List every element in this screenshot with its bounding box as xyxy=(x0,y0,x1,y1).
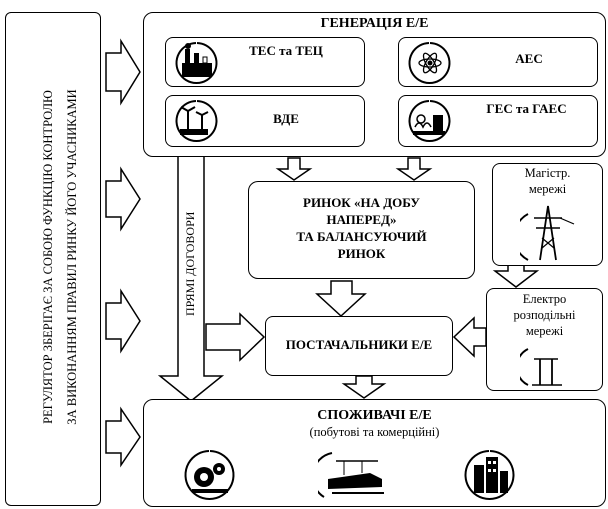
direct-contracts-arrow xyxy=(157,154,225,402)
generation-item-ges-label: ГЕС та ГАЕС xyxy=(486,101,567,116)
transmission-line-2: мережі xyxy=(528,182,567,196)
generation-item-aes: АЕС xyxy=(398,37,598,87)
consumers-subtitle: (побутові та комерційні) xyxy=(309,425,440,439)
atom-icon xyxy=(408,42,451,84)
power-tower-icon xyxy=(520,205,575,261)
transmission-to-distribution-arrow xyxy=(492,263,540,288)
distribution-line-2: розподільні xyxy=(513,308,576,322)
gen-to-market-arrow-1 xyxy=(275,157,313,181)
thermal-plant-icon xyxy=(175,42,218,84)
market-to-suppliers-arrow xyxy=(315,280,367,318)
consumers-title: СПОЖИВАЧІ Е/Е xyxy=(317,408,432,423)
distribution-box xyxy=(486,288,603,391)
distribution-line-3: мережі xyxy=(525,324,564,338)
generation-item-ges: ГЕС та ГАЕС xyxy=(398,95,598,147)
market-line-4: РИНОК xyxy=(337,246,386,261)
distribution-pole-icon xyxy=(520,348,562,386)
suppliers-label: ПОСТАЧАЛЬНИКИ Е/Е xyxy=(285,337,433,352)
regulator-arrow-4 xyxy=(105,406,141,468)
renewables-icon xyxy=(175,100,218,142)
generation-item-aes-label: АЕС xyxy=(515,51,543,66)
regulator-line-1: РЕГУЛЯТОР ЗБЕРІГАЄ ЗА СОБОЮ ФУНКЦІЮ КОНТ… xyxy=(41,90,55,424)
generation-item-tes: ТЕС та ТЕЦ xyxy=(165,37,365,87)
distribution-line-1: Електро xyxy=(522,292,567,306)
city-icon xyxy=(464,450,515,500)
regulator-box xyxy=(5,12,101,506)
train-icon xyxy=(318,452,384,498)
generation-title: ГЕНЕРАЦІЯ Е/Е xyxy=(320,16,429,31)
regulator-arrow-2 xyxy=(105,166,141,232)
distribution-to-suppliers-arrow xyxy=(452,316,487,358)
hydro-plant-icon xyxy=(408,100,451,142)
market-line-1: РИНОК «НА ДОБУ xyxy=(303,195,420,210)
regulator-line-2: ЗА ВИКОНАННЯМ ПРАВИЛ РИНКУ ЙОГО УЧАСНИКА… xyxy=(65,89,79,425)
transmission-line-1: Магістр. xyxy=(524,166,571,180)
market-box xyxy=(248,181,475,279)
suppliers-to-consumers-arrow xyxy=(341,375,387,399)
regulator-arrow-1 xyxy=(105,38,141,106)
suppliers-box xyxy=(265,316,453,376)
generation-item-vde-label: ВДЕ xyxy=(273,111,299,126)
regulator-arrow-3 xyxy=(105,288,141,354)
gen-to-market-arrow-2 xyxy=(395,157,433,181)
market-line-2: НАПЕРЕД» xyxy=(326,212,397,227)
direct-contracts-label: ПРЯМІ ДОГОВОРИ xyxy=(183,211,197,316)
generation-item-vde: ВДЕ xyxy=(165,95,365,147)
generation-item-tes-label: ТЕС та ТЕЦ xyxy=(249,43,323,58)
direct-to-suppliers-arrow xyxy=(205,312,266,362)
industry-gear-icon xyxy=(184,450,235,500)
market-line-3: ТА БАЛАНСУЮЧИЙ xyxy=(296,229,427,244)
